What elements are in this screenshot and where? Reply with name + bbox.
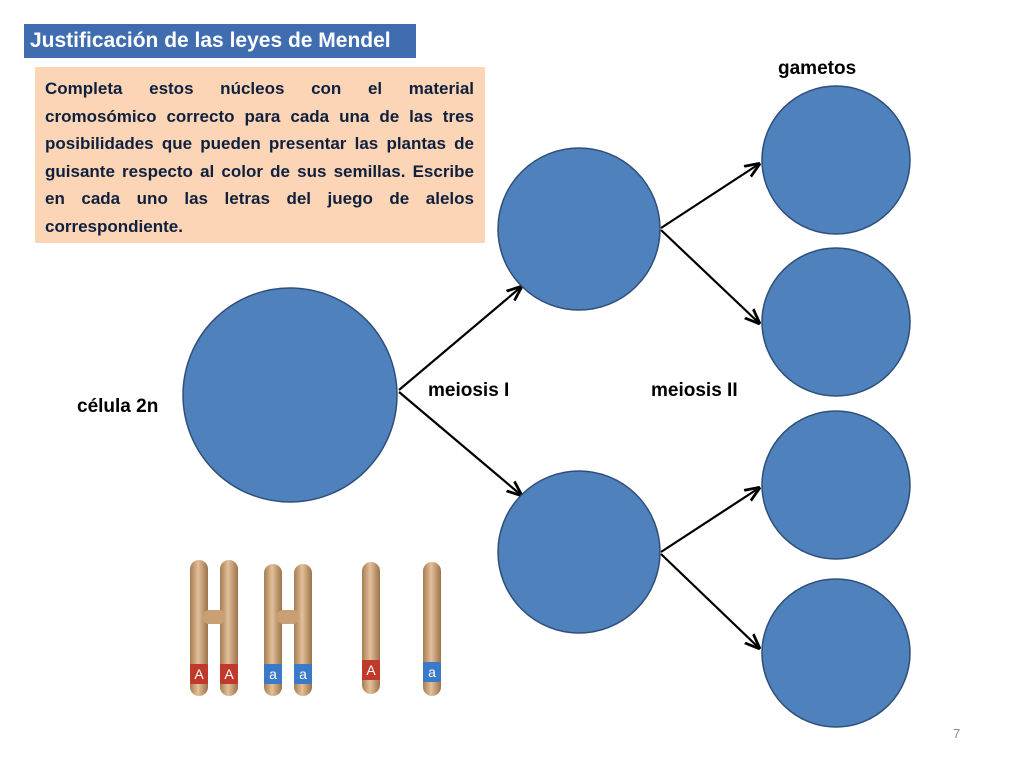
- allele-label: a: [299, 666, 307, 682]
- label-meiosis-2: meiosis II: [651, 380, 738, 402]
- page-number: 7: [953, 726, 960, 741]
- allele-label: a: [269, 666, 277, 682]
- centromere: [203, 610, 225, 624]
- label-gametes: gametos: [778, 58, 856, 80]
- nucleus-meiosis1-bottom[interactable]: [498, 471, 660, 633]
- nucleus-gamete-2[interactable]: [762, 248, 910, 396]
- nucleus-gamete-3[interactable]: [762, 411, 910, 559]
- allele-label: a: [428, 664, 436, 680]
- arrow-bottom-to-gamete-3: [661, 488, 759, 552]
- arrow-bottom-to-gamete-4: [661, 554, 759, 648]
- label-cell-2n: célula 2n: [77, 396, 158, 418]
- arrow-cell-to-bottom-nucleus: [399, 392, 521, 495]
- centromere: [277, 610, 299, 624]
- nucleus-gamete-1[interactable]: [762, 86, 910, 234]
- allele-label: A: [224, 666, 234, 682]
- allele-label: A: [366, 662, 376, 678]
- nucleus-meiosis1-top[interactable]: [498, 148, 660, 310]
- nucleus-gamete-4[interactable]: [762, 579, 910, 727]
- label-meiosis-1: meiosis I: [428, 380, 509, 402]
- allele-label: A: [194, 666, 204, 682]
- arrow-top-to-gamete-2: [661, 230, 759, 323]
- nucleus-cell-2n[interactable]: [183, 288, 397, 502]
- arrow-top-to-gamete-1: [661, 164, 759, 228]
- chromosome-illustration: A A a a A a: [190, 560, 441, 696]
- arrow-cell-to-top-nucleus: [399, 287, 521, 390]
